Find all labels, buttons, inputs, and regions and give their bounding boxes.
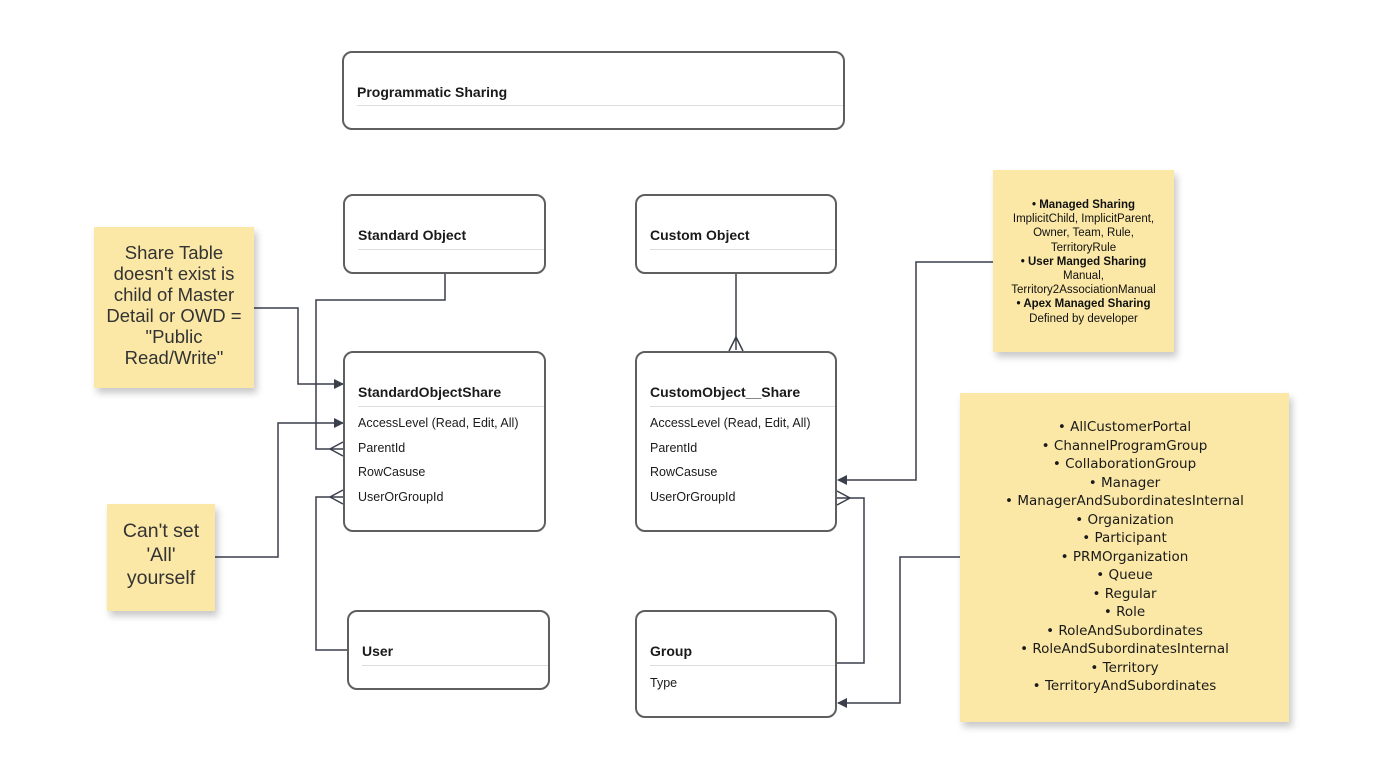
- group-type-item: • Participant: [1082, 530, 1167, 546]
- sharing-reasons-note[interactable]: • Managed Sharing ImplicitChild, Implici…: [993, 170, 1174, 352]
- group-type-item: • CollaborationGroup: [1052, 456, 1197, 472]
- group-type-item: • ManagerAndSubordinatesInternal: [1005, 493, 1244, 509]
- note-line: Defined by developer: [1029, 312, 1138, 325]
- crows-foot-group: [836, 490, 851, 506]
- note-line: doesn't exist is: [113, 263, 235, 284]
- crows-foot-parentid: [329, 441, 344, 457]
- field-access-level: AccessLevel (Read, Edit, All): [650, 416, 811, 430]
- field-access-level: AccessLevel (Read, Edit, All): [358, 416, 519, 430]
- entity-divider: [650, 665, 835, 666]
- bullet: •: [1020, 255, 1025, 268]
- group-type-item: • Queue: [1096, 567, 1153, 583]
- note-line: Can't set: [122, 520, 200, 542]
- group-type-item: • ChannelProgramGroup: [1041, 437, 1208, 454]
- field-parent-id: ParentId: [358, 441, 406, 455]
- note-line: ImplicitChild, ImplicitParent,: [1012, 213, 1155, 226]
- entity-title: User: [362, 643, 394, 659]
- standard-object-share-entity[interactable]: StandardObjectShare AccessLevel (Read, E…: [343, 351, 546, 532]
- group-entity[interactable]: Group Type: [635, 610, 837, 718]
- entity-title: Custom Object: [650, 227, 750, 243]
- bullet: •: [1031, 199, 1036, 211]
- user-entity[interactable]: User: [347, 610, 550, 690]
- connector-group-to-useorgroupid: [837, 497, 865, 664]
- connector-standard-object-to-parentid: [315, 274, 446, 450]
- custom-object-share-entity[interactable]: CustomObject__Share AccessLevel (Read, E…: [635, 351, 837, 532]
- share-table-note[interactable]: Share Table doesn't exist is child of Ma…: [94, 227, 254, 388]
- group-type-item: • RoleAndSubordinates: [1046, 622, 1203, 639]
- field-row-cause: RowCasuse: [650, 465, 718, 479]
- group-type-item: • Manager: [1088, 474, 1161, 491]
- connector-user-to-useorgroupid: [315, 496, 347, 651]
- connector-group-types-note: [837, 556, 960, 708]
- entity-divider: [358, 406, 544, 407]
- standard-object-entity[interactable]: Standard Object: [343, 194, 546, 274]
- entity-divider: [362, 665, 548, 666]
- note-line: Owner, Team, Rule,: [1033, 227, 1134, 240]
- entity-divider: [650, 249, 835, 250]
- entity-divider: [650, 406, 835, 407]
- field-type: Type: [650, 676, 678, 690]
- connector-cant-set-note: [215, 418, 344, 558]
- group-type-item: • Regular: [1092, 585, 1157, 602]
- note-line: "Public: [145, 326, 203, 347]
- group-type-item: • Role: [1103, 604, 1146, 620]
- user-managed-sharing-heading: • User Manged Sharing: [1020, 255, 1147, 268]
- group-type-item: • Organization: [1075, 511, 1174, 528]
- group-type-item: • PRMOrganization: [1060, 548, 1189, 565]
- programmatic-sharing-title: Programmatic Sharing: [357, 84, 508, 100]
- cant-set-all-note[interactable]: Can't set 'All' yourself: [107, 504, 215, 611]
- note-line: child of Master: [113, 284, 235, 305]
- connector-share-table-note: [254, 307, 344, 389]
- field-row-cause: RowCasuse: [358, 465, 426, 479]
- bullet: •: [1016, 298, 1021, 311]
- group-type-item: • Territory: [1090, 659, 1159, 676]
- connector-sharing-reasons-note: [837, 261, 993, 485]
- field-user-or-group-id: UserOrGroupId: [358, 490, 444, 504]
- field-user-or-group-id: UserOrGroupId: [650, 490, 736, 504]
- group-types-note[interactable]: • AllCustomerPortal • ChannelProgramGrou…: [960, 393, 1289, 722]
- managed-sharing-heading: • Managed Sharing: [1031, 199, 1136, 211]
- note-line: yourself: [126, 567, 196, 589]
- note-line: TerritoryRule: [1050, 241, 1117, 254]
- note-line: 'All': [146, 543, 176, 566]
- apex-managed-sharing-heading: • Apex Managed Sharing: [1016, 298, 1151, 311]
- title-divider: [357, 105, 843, 106]
- programmatic-sharing-title-box[interactable]: Programmatic Sharing: [342, 51, 845, 130]
- note-line: Share Table: [124, 242, 224, 263]
- group-type-item: • RoleAndSubordinatesInternal: [1020, 641, 1229, 657]
- field-parent-id: ParentId: [650, 441, 698, 455]
- note-line: Manual,: [1063, 270, 1104, 283]
- crows-foot-custom-share: [728, 336, 744, 352]
- crows-foot-user: [329, 489, 344, 505]
- entity-divider: [358, 249, 544, 250]
- entity-title: StandardObjectShare: [358, 384, 502, 400]
- group-type-item: • TerritoryAndSubordinates: [1032, 678, 1217, 694]
- custom-object-entity[interactable]: Custom Object: [635, 194, 837, 274]
- note-line: Territory2AssociationManual: [1011, 284, 1156, 297]
- entity-title: CustomObject__Share: [650, 384, 801, 400]
- entity-title: Standard Object: [358, 227, 467, 243]
- note-line: Read/Write": [124, 347, 224, 368]
- entity-title: Group: [650, 643, 692, 659]
- note-line: Detail or OWD =: [106, 305, 242, 326]
- group-type-item: • AllCustomerPortal: [1057, 419, 1192, 435]
